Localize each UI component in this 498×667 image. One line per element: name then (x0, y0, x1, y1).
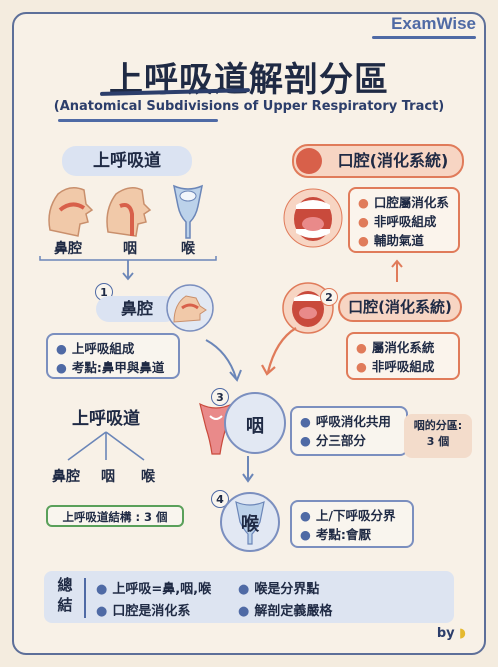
summary-item: ●上呼吸=鼻,咽,喉 (96, 582, 212, 597)
larynx-point: 上/下呼吸分界 (315, 508, 396, 523)
tree-leaf: 咽 (101, 469, 115, 485)
open-mouth-illustration (283, 188, 343, 248)
summary-heading: 總結 (57, 576, 73, 614)
oral-point: 屬消化系統 (371, 340, 435, 355)
oral-points: ●屬消化系統 ●非呼吸組成 (346, 332, 460, 380)
summary-panel (44, 571, 454, 623)
oral-top-point: 口腔屬消化系 (373, 195, 449, 210)
oral-top-point: 非呼吸組成 (373, 214, 437, 229)
step-number: 4 (211, 490, 229, 508)
larynx-icon (172, 184, 204, 239)
oral-heading: 口腔(消化系統) (292, 144, 464, 178)
pharynx-points: ●呼吸消化共用 ●分三部分 (290, 406, 408, 456)
summary-item: ●口腔是消化系 (96, 604, 191, 619)
upper-airway-item: 喉 (181, 241, 195, 257)
larynx-heading: 喉 (241, 514, 259, 535)
pharynx-point: 呼吸消化共用 (315, 414, 391, 429)
oral-point: 非呼吸組成 (371, 359, 435, 374)
tree-leaf: 喉 (141, 469, 155, 485)
page-subtitle: (Anatomical Subdivisions of Upper Respir… (53, 99, 445, 114)
oral-top-point: 輔助氣道 (373, 233, 424, 248)
nasal-point: 考點:鼻甲與鼻道 (71, 360, 165, 375)
upper-airway-item: 鼻腔 (54, 241, 82, 257)
mouth-icon (296, 148, 322, 174)
nose-section-illustration (166, 284, 214, 332)
step-number: 3 (211, 388, 229, 406)
down-arrow-icon (122, 260, 134, 281)
up-arrow-icon (391, 259, 403, 282)
subtitle-underline (58, 119, 218, 122)
tree-root: 上呼吸道 (72, 409, 140, 429)
larynx-illustration (235, 500, 265, 545)
upper-airway-item: 咽 (123, 241, 137, 257)
summary-divider (84, 578, 86, 618)
pharynx-head-icon (106, 187, 152, 237)
oral-section-heading: 口腔(消化系統) (338, 292, 462, 322)
summary-item: ●喉是分界點 (238, 582, 320, 597)
larynx-point: 考點:會厭 (315, 527, 371, 542)
tree-branches (67, 431, 145, 461)
larynx-points: ●上/下呼吸分界 ●考點:會厭 (290, 500, 414, 548)
pharynx-note: 咽的分區: 3 個 (404, 414, 472, 458)
nasal-head-icon (48, 187, 94, 237)
brand-logo: ExamWise (391, 14, 476, 33)
pharynx-heading: 咽 (246, 416, 264, 437)
banana-icon: ◗ (459, 626, 466, 641)
pharynx-circle (224, 392, 286, 454)
upper-airway-heading: 上呼吸道 (62, 146, 192, 176)
brand-underline (372, 36, 476, 39)
airway-illustrations (48, 184, 204, 239)
step-number: 2 (320, 288, 338, 306)
nasal-point: 上呼吸組成 (71, 341, 135, 356)
nasal-points: ●上呼吸組成 ●考點:鼻甲與鼻道 (46, 333, 180, 379)
tree-leaf: 鼻腔 (52, 469, 80, 485)
oral-top-points: ●口腔屬消化系 ●非呼吸組成 ●輔助氣道 (348, 187, 460, 253)
summary-item: ●解剖定義嚴格 (238, 604, 333, 619)
nasal-heading: 鼻腔 (96, 296, 178, 322)
byline: by ◗ (436, 626, 466, 641)
tree-caption: 上呼吸道結構 : 3 個 (46, 505, 184, 527)
pharynx-point: 分三部分 (315, 433, 366, 448)
